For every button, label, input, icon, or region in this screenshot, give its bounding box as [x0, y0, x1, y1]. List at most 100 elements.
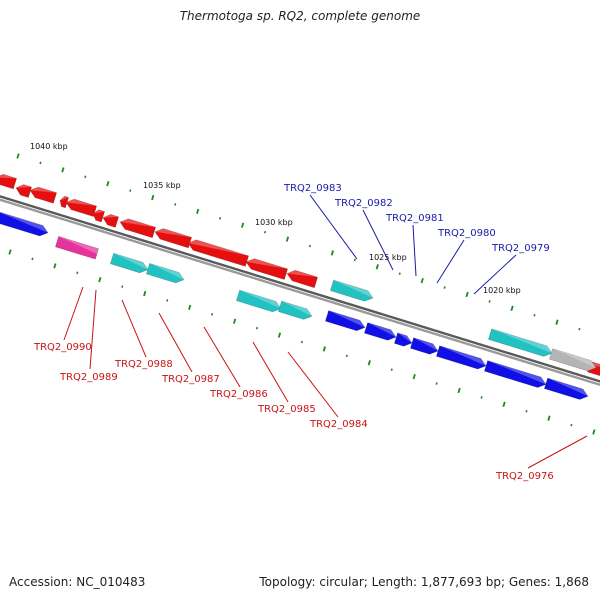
reverse-label-leader	[121, 299, 147, 358]
forward-gene-label: TRQ2_0982	[334, 198, 393, 209]
outer-scale-tick	[240, 222, 245, 228]
outer-scale-tick	[61, 167, 65, 173]
inner-scale-tick	[480, 396, 483, 399]
outer-scale-tick	[578, 327, 581, 331]
outer-scale-tick	[285, 236, 290, 242]
cds-reverse-feature	[92, 209, 105, 223]
genome-summary: Topology: circular; Length: 1,877,693 bp…	[259, 575, 589, 589]
scale-tick-label: 1035 kbp	[143, 181, 181, 190]
outer-scale-tick	[106, 181, 110, 187]
other-feature	[549, 348, 597, 372]
forward-label-leader	[309, 194, 358, 260]
scale-tick-label: 1025 kbp	[369, 253, 407, 262]
outer-scale-tick	[308, 244, 312, 248]
outer-scale-tick	[488, 300, 491, 303]
outer-scale-tick	[151, 194, 155, 201]
gene-features	[0, 173, 600, 400]
outer-scale-tick	[84, 175, 87, 179]
reverse-label-leader	[287, 351, 339, 418]
reverse-gene-label: TRQ2_0989	[59, 372, 118, 383]
inner-scale-tick	[412, 373, 416, 380]
outer-scale-tick	[219, 217, 222, 220]
inner-scale-tick	[367, 360, 371, 366]
inner-scale-tick	[121, 285, 124, 288]
outer-scale-tick	[510, 305, 514, 311]
outer-scale-tick	[353, 258, 356, 262]
cds-forward-feature	[364, 322, 397, 341]
outer-scale-tick	[443, 286, 446, 289]
inner-scale-tick	[76, 271, 79, 275]
inner-scale-tick	[143, 290, 147, 297]
pseudo-feature	[55, 235, 99, 260]
cds-forward-feature	[0, 210, 49, 237]
rna-feature	[146, 263, 185, 284]
reverse-gene-label: TRQ2_0990	[33, 342, 92, 353]
reverse-gene-label: TRQ2_0985	[257, 404, 316, 415]
outer-scale-tick	[375, 264, 379, 270]
inner-scale-tick	[322, 346, 326, 352]
reverse-label-leader	[158, 312, 193, 373]
cds-forward-feature	[410, 337, 439, 355]
inner-scale-tick	[390, 368, 393, 371]
cds-forward-feature	[325, 310, 366, 332]
cds-reverse-feature	[286, 269, 318, 289]
reverse-gene-label: TRQ2_0986	[209, 389, 268, 400]
scale-tick-labels: 1040 kbp 1035 kbp 1030 kbp 1025 kbp 1020 kbp	[30, 142, 521, 295]
reverse-gene-label: TRQ2_0984	[309, 419, 368, 430]
inner-scale-tick	[166, 299, 169, 302]
inner-scale-tick	[98, 277, 102, 283]
outer-scale-tick	[420, 277, 424, 284]
cds-reverse-feature	[187, 239, 249, 267]
outer-scale-tick	[39, 161, 42, 165]
backbone-inner-line	[0, 198, 600, 387]
scale-tick-label: 1040 kbp	[30, 142, 68, 151]
forward-label-leader	[362, 209, 394, 271]
cds-reverse-feature	[0, 173, 17, 190]
inner-scale-tick	[457, 387, 461, 394]
scale-tick-label: 1020 kbp	[483, 286, 521, 295]
inner-scale-tick	[592, 429, 596, 435]
map-title: Thermotoga sp. RQ2, complete genome	[179, 9, 421, 23]
reverse-label-leader	[89, 289, 97, 370]
genome-backbone	[0, 195, 600, 387]
cds-forward-feature	[544, 377, 589, 400]
cds-forward-feature	[394, 332, 413, 347]
inner-scale-tick	[300, 340, 304, 344]
forward-label-leader	[412, 224, 417, 277]
inner-scale-tick	[502, 401, 506, 407]
accession-text: Accession: NC_010483	[9, 575, 146, 589]
cds-reverse-feature	[245, 258, 288, 280]
reverse-gene-label: TRQ2_0976	[495, 471, 554, 482]
reverse-label-leader	[203, 326, 241, 388]
inner-scale-tick	[232, 318, 237, 324]
scale-tick-label: 1030 kbp	[255, 218, 293, 227]
rna-feature	[110, 252, 149, 274]
outer-scale-tick	[129, 189, 132, 192]
forward-gene-label: TRQ2_0980	[437, 228, 496, 239]
outer-scale-tick	[196, 208, 200, 215]
reverse-gene-label: TRQ2_0987	[161, 374, 220, 385]
gene-labels: TRQ2_0983TRQ2_0982TRQ2_0981TRQ2_0980TRQ2…	[33, 183, 554, 482]
cds-reverse-feature	[119, 218, 156, 239]
outer-scale-tick	[398, 272, 401, 275]
inner-scale-tick	[525, 409, 528, 413]
rna-feature	[236, 289, 282, 313]
forward-gene-label: TRQ2_0979	[491, 243, 550, 254]
cds-reverse-feature	[154, 228, 192, 249]
outer-scale-tick	[16, 153, 20, 159]
backbone-outer-line	[0, 195, 600, 383]
cds-reverse-feature	[29, 186, 57, 204]
rna-feature	[278, 300, 313, 320]
inner-scale-tick	[31, 257, 34, 261]
cds-forward-feature	[436, 345, 487, 370]
rna-feature	[330, 279, 374, 302]
outer-scale-tick	[465, 291, 469, 298]
inner-scale-tick	[345, 354, 348, 358]
inner-scale-tick	[435, 382, 438, 385]
cds-reverse-feature	[15, 184, 32, 198]
reverse-gene-label: TRQ2_0988	[114, 359, 173, 370]
reverse-label-leader	[63, 286, 84, 341]
inner-scale-tick	[211, 313, 214, 316]
